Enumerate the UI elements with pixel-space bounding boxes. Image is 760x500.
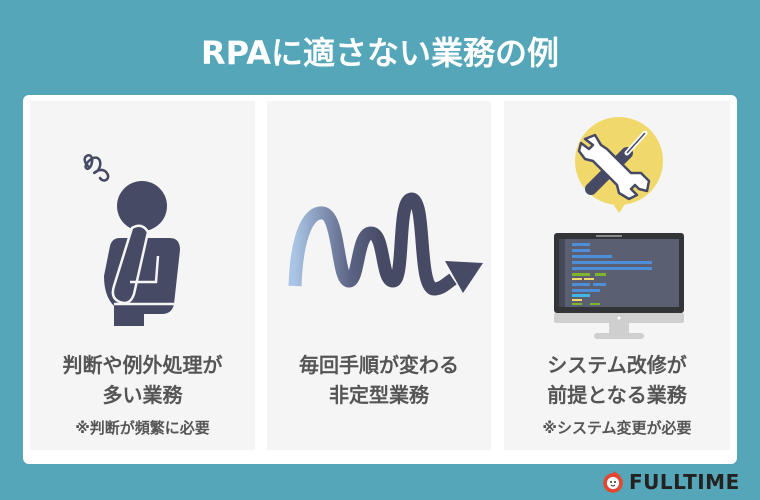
card-note: ※判断が頻繁に必要 (75, 419, 210, 437)
wrench-icon (577, 133, 651, 201)
card-label-line1: システム改修が (547, 353, 687, 377)
cards-container: 判断や例外処理が 多い業務 ※判断が頻繁に必要 毎回手順が変わる 非定型業務 (23, 95, 737, 464)
logo-text: FULLTIME (629, 470, 740, 494)
card-label-line2: 多い業務 (102, 383, 183, 407)
card-note: ※システム変更が必要 (542, 419, 692, 437)
card-label-line2: 非定型業務 (329, 383, 429, 407)
wavy-arrow-icon (288, 192, 483, 296)
thinking-person-icon (83, 154, 180, 326)
card-label-line1: 判断や例外処理が (62, 353, 223, 377)
fulltime-logo: FULLTIME (602, 470, 740, 494)
logo-mascot-icon (603, 471, 623, 493)
card-judgment: 判断や例外処理が 多い業務 ※判断が頻繁に必要 (30, 101, 255, 450)
card-system-change: システム改修が 前提となる業務 ※システム変更が必要 (504, 101, 730, 450)
card-irregular: 毎回手順が変わる 非定型業務 (267, 101, 491, 450)
card-label-line2: 前提となる業務 (547, 383, 687, 407)
card-label-line1: 毎回手順が変わる (299, 353, 459, 377)
page-title: RPAに適さない業務の例 (201, 34, 559, 72)
monitor-tools-icon (554, 117, 684, 339)
